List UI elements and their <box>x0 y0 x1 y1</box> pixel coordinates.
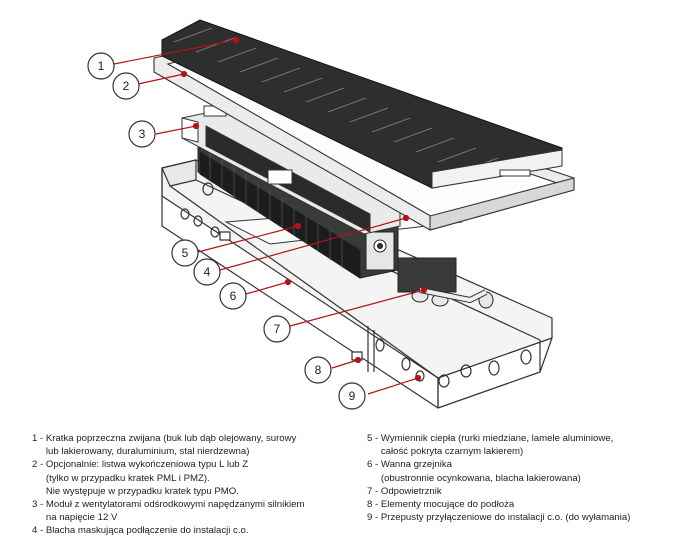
callout-9-label: 9 <box>349 389 356 403</box>
legend-text: Elementy mocujące do podłoża <box>380 499 515 511</box>
legend-text: Moduł z wentylatorami odśrodkowymi napęd… <box>45 499 305 524</box>
legend-text: Opcjonalnie: listwa wykończeniowa typu L… <box>45 459 249 497</box>
legend-number: 6 - <box>367 459 381 471</box>
callout-6: 6 <box>219 282 247 310</box>
callout-8-label: 8 <box>315 363 322 377</box>
roll-grille <box>161 19 563 189</box>
legend-text: Przepusty przyłączeniowe do instalacji c… <box>380 512 631 524</box>
legend-left: 1 - Kratka poprzeczna zwijana (buk lub d… <box>32 432 352 538</box>
legend-item-8: 8 - Elementy mocujące do podłoża <box>367 498 687 511</box>
callout-2-label: 2 <box>123 79 130 93</box>
legend-item-4: 4 - Blacha maskująca podłączenie do inst… <box>32 524 352 537</box>
callout-5: 5 <box>171 239 199 267</box>
legend-number: 5 - <box>367 433 381 444</box>
convector-exploded-diagram: 1 2 3 4 5 6 7 8 9 <box>87 19 575 410</box>
legend-item-3: 3 - Moduł z wentylatorami odśrodkowymi n… <box>32 498 352 524</box>
legend-number: 8 - <box>367 499 381 511</box>
legend-item-2: 2 - Opcjonalnie: listwa wykończeniowa ty… <box>32 458 352 498</box>
legend-text: Blacha maskująca podłączenie do instalac… <box>45 525 249 537</box>
legend-number: 3 - <box>32 499 46 511</box>
callout-3-label: 3 <box>139 127 146 141</box>
legend-text: Wanna grzejnika (obustronnie ocynkowana,… <box>380 459 581 484</box>
callout-9: 9 <box>338 382 366 410</box>
callout-7: 7 <box>263 315 291 343</box>
legend-item-1: 1 - Kratka poprzeczna zwijana (buk lub d… <box>32 432 352 458</box>
legend-number: 4 - <box>32 525 46 537</box>
callout-1-label: 1 <box>98 59 105 73</box>
callout-leaders <box>113 36 428 395</box>
callout-4-label: 4 <box>204 265 211 279</box>
legend-item-9: 9 - Przepusty przyłączeniowe do instalac… <box>367 511 687 524</box>
legend-number: 1 - <box>32 433 46 444</box>
callout-4: 4 <box>193 258 221 286</box>
fan-module <box>181 105 401 235</box>
legend-number: 7 - <box>367 485 381 497</box>
legend-item-7: 7 - Odpowietrznik <box>367 485 687 498</box>
callout-7-label: 7 <box>274 322 281 336</box>
legend-text: Wymiennik ciepła (rurki miedziane, lamel… <box>380 433 614 458</box>
heat-exchanger <box>197 131 494 309</box>
callout-6-label: 6 <box>230 289 237 303</box>
legend-text: Odpowietrznik <box>380 485 442 497</box>
callout-5-label: 5 <box>182 246 189 260</box>
legend-number: 9 - <box>367 512 381 524</box>
legend-text: Kratka poprzeczna zwijana (buk lub dąb o… <box>45 433 297 458</box>
callout-1: 1 <box>87 52 115 80</box>
callout-3: 3 <box>128 120 156 148</box>
callout-2: 2 <box>112 72 140 100</box>
callout-8: 8 <box>304 356 332 384</box>
legend-item-6: 6 - Wanna grzejnika (obustronnie ocynkow… <box>367 458 687 484</box>
legend-number: 2 - <box>32 459 46 471</box>
legend-right: 5 - Wymiennik ciepła (rurki miedziane, l… <box>367 432 687 524</box>
legend-item-5: 5 - Wymiennik ciepła (rurki miedziane, l… <box>367 432 687 458</box>
